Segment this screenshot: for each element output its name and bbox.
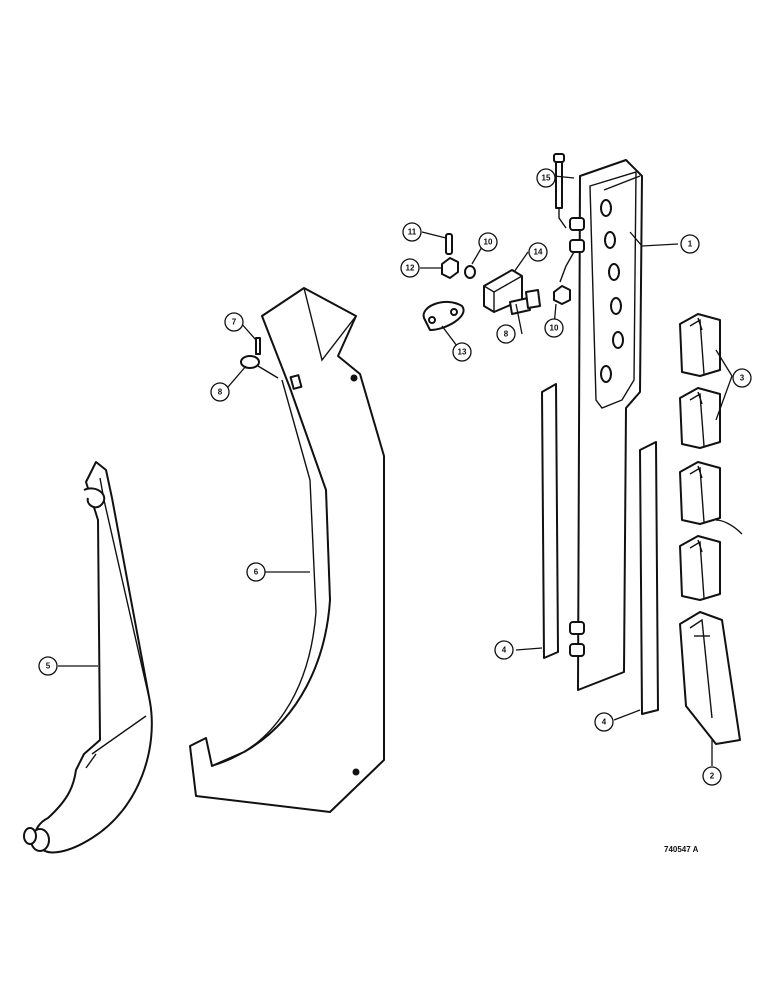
callout-1-label: 1	[688, 240, 693, 249]
callout-1: 1	[680, 234, 700, 254]
callout-7-label: 7	[232, 318, 237, 327]
part-1-standard	[569, 159, 643, 691]
callout-11-label: 11	[408, 228, 417, 237]
callout-4a: 4	[494, 640, 514, 660]
callout-8b-label: 8	[504, 330, 509, 339]
callout-4b-label: 4	[602, 718, 607, 727]
callout-14: 14	[528, 242, 548, 262]
callout-3-label: 3	[740, 374, 745, 383]
callout-12-label: 12	[406, 264, 415, 273]
callout-11: 11	[402, 222, 422, 242]
part-7-8-pin	[240, 337, 279, 379]
callout-10a: 10	[478, 232, 498, 252]
callout-6: 6	[246, 562, 266, 582]
drawing-reference-number: 740547 A	[664, 845, 699, 854]
part-2-point	[679, 611, 741, 745]
callout-6-label: 6	[254, 568, 259, 577]
callout-10b: 10	[544, 318, 564, 338]
hardware-cluster	[422, 233, 541, 331]
part-4-strips	[541, 383, 659, 715]
part-16-nut	[553, 251, 575, 305]
leader-lines	[58, 175, 743, 766]
part-15-bolt	[553, 153, 567, 229]
callout-7: 7	[224, 312, 244, 332]
callout-2-label: 2	[710, 772, 715, 781]
callout-15: 15	[536, 168, 556, 188]
callout-12: 12	[400, 258, 420, 278]
part-6-shank	[189, 287, 385, 813]
callout-5-label: 5	[46, 662, 51, 671]
part-5-tine	[23, 461, 153, 854]
callout-4a-label: 4	[502, 646, 507, 655]
callout-14-label: 14	[534, 248, 543, 257]
callout-8a-label: 8	[218, 388, 223, 397]
callout-4b: 4	[594, 712, 614, 732]
callout-10a-label: 10	[484, 238, 493, 247]
callout-8b: 8	[496, 324, 516, 344]
callout-2: 2	[702, 766, 722, 786]
callout-5: 5	[38, 656, 58, 676]
callout-15-label: 15	[542, 174, 551, 183]
part-3-shins	[679, 313, 721, 601]
callout-8a: 8	[210, 382, 230, 402]
callout-13: 13	[452, 342, 472, 362]
callout-13-label: 13	[458, 348, 467, 357]
callout-3: 3	[732, 368, 752, 388]
callout-10b-label: 10	[550, 324, 559, 333]
